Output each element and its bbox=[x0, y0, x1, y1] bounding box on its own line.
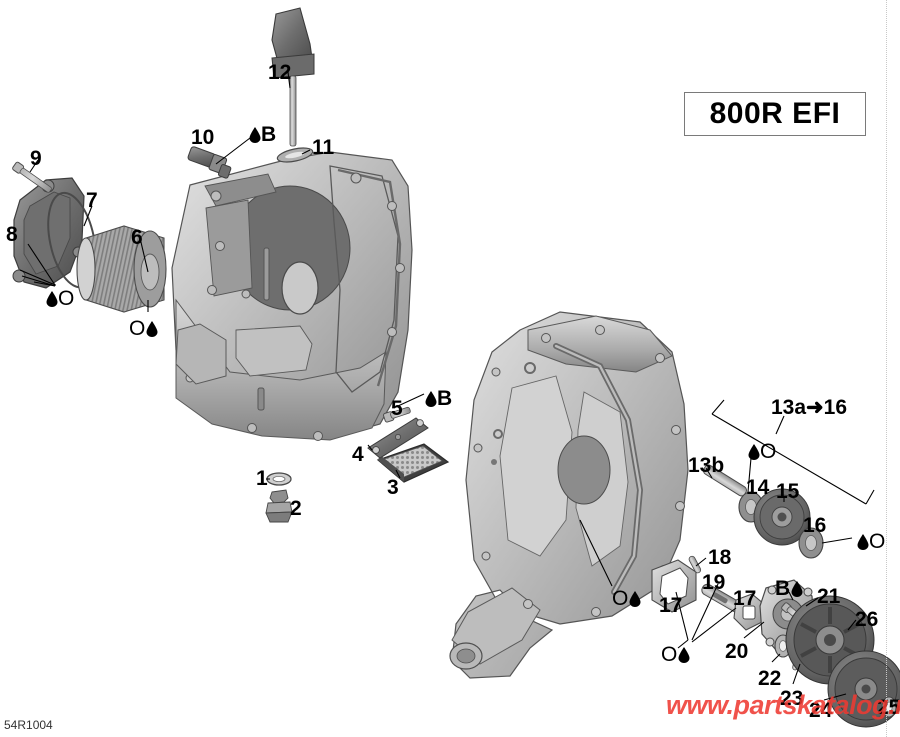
lube-marker-b: B bbox=[249, 124, 276, 145]
callout-2: 2 bbox=[290, 497, 302, 520]
callout-13a-16: 13a➜16 bbox=[771, 396, 847, 419]
lube-marker-letter: B bbox=[437, 387, 453, 410]
lube-marker-o: O bbox=[857, 531, 885, 552]
model-badge: 800R EFI bbox=[684, 92, 866, 136]
callout-12: 12 bbox=[268, 61, 292, 84]
lube-marker-letter: O bbox=[612, 587, 629, 610]
lube-marker-letter: B bbox=[261, 123, 277, 146]
callout-26: 26 bbox=[855, 608, 879, 631]
lube-marker-o: O bbox=[661, 643, 690, 666]
callout-15: 15 bbox=[776, 480, 800, 503]
callout-5: 5 bbox=[391, 397, 403, 420]
part-21-pump-screw bbox=[781, 602, 805, 624]
lube-marker-letter: O bbox=[869, 530, 886, 553]
callout-16: 16 bbox=[803, 514, 827, 537]
callout-4: 4 bbox=[352, 443, 364, 466]
part-2-drain-plug bbox=[265, 489, 293, 523]
oil-drop-icon bbox=[425, 391, 437, 407]
callout-1: 1 bbox=[256, 467, 268, 490]
lube-marker-letter: O bbox=[661, 643, 678, 666]
lube-marker-b: B bbox=[425, 388, 452, 409]
part-10-oil-pressure-switch bbox=[187, 146, 232, 179]
callout-3: 3 bbox=[387, 476, 399, 499]
lube-marker-o: O bbox=[46, 288, 74, 309]
oil-drop-icon bbox=[678, 647, 690, 663]
oil-drop-icon bbox=[629, 591, 641, 607]
lube-marker-o: O bbox=[748, 441, 776, 462]
oil-drop-icon bbox=[249, 127, 261, 143]
part-23-pin bbox=[792, 642, 803, 671]
callout-7: 7 bbox=[86, 189, 98, 212]
part-1-drain-plug-gasket bbox=[266, 472, 292, 486]
callout-17: 17 bbox=[659, 594, 683, 617]
leader-lines bbox=[19, 71, 889, 703]
callout-19: 19 bbox=[702, 571, 726, 594]
left-crankcase-half bbox=[171, 151, 413, 441]
part-4-strainer-retainer bbox=[367, 417, 429, 459]
callout-17: 17 bbox=[733, 587, 757, 610]
lube-marker-o: O bbox=[612, 587, 641, 610]
lube-marker-letter: O bbox=[58, 287, 75, 310]
callout-14: 14 bbox=[746, 476, 770, 499]
right-crankcase-half bbox=[449, 311, 689, 679]
part-11-dipstick-o-ring bbox=[276, 147, 314, 163]
callout-13b: 13b bbox=[688, 454, 725, 477]
part-6-oil-filter-element bbox=[76, 225, 167, 313]
callout-23: 23 bbox=[780, 687, 804, 710]
callout-8: 8 bbox=[6, 223, 18, 246]
oil-drop-icon bbox=[748, 444, 760, 460]
page-edge-rule bbox=[886, 0, 887, 737]
callout-6: 6 bbox=[131, 226, 143, 249]
part-8-oil-filter-cover bbox=[12, 177, 85, 289]
callout-10: 10 bbox=[191, 126, 215, 149]
lube-marker-letter: O bbox=[760, 440, 777, 463]
lube-marker-letter: B bbox=[775, 577, 791, 600]
callout-22: 22 bbox=[758, 667, 782, 690]
lube-marker-o: O bbox=[129, 317, 158, 340]
lube-marker-letter: O bbox=[129, 317, 146, 340]
callout-24: 24 bbox=[809, 699, 833, 722]
callout-21: 21 bbox=[817, 585, 841, 608]
callout-11: 11 bbox=[312, 136, 335, 159]
oil-drop-icon bbox=[146, 321, 158, 337]
lube-marker-b: B bbox=[775, 577, 803, 600]
oil-drop-icon bbox=[46, 291, 58, 307]
model-badge-label: 800R EFI bbox=[709, 97, 841, 130]
callout-25: 25 bbox=[877, 696, 900, 719]
callout-9: 9 bbox=[30, 147, 42, 170]
oil-drop-icon bbox=[857, 534, 869, 550]
part-22-washer bbox=[774, 634, 792, 658]
part-18-dowel-pin bbox=[688, 555, 702, 574]
callout-20: 20 bbox=[725, 640, 749, 663]
callout-18: 18 bbox=[708, 546, 732, 569]
site-watermark: www.partskatalog.ru bbox=[666, 690, 900, 720]
oil-drop-icon bbox=[791, 581, 803, 597]
diagram-code: 54R1004 bbox=[4, 718, 53, 732]
